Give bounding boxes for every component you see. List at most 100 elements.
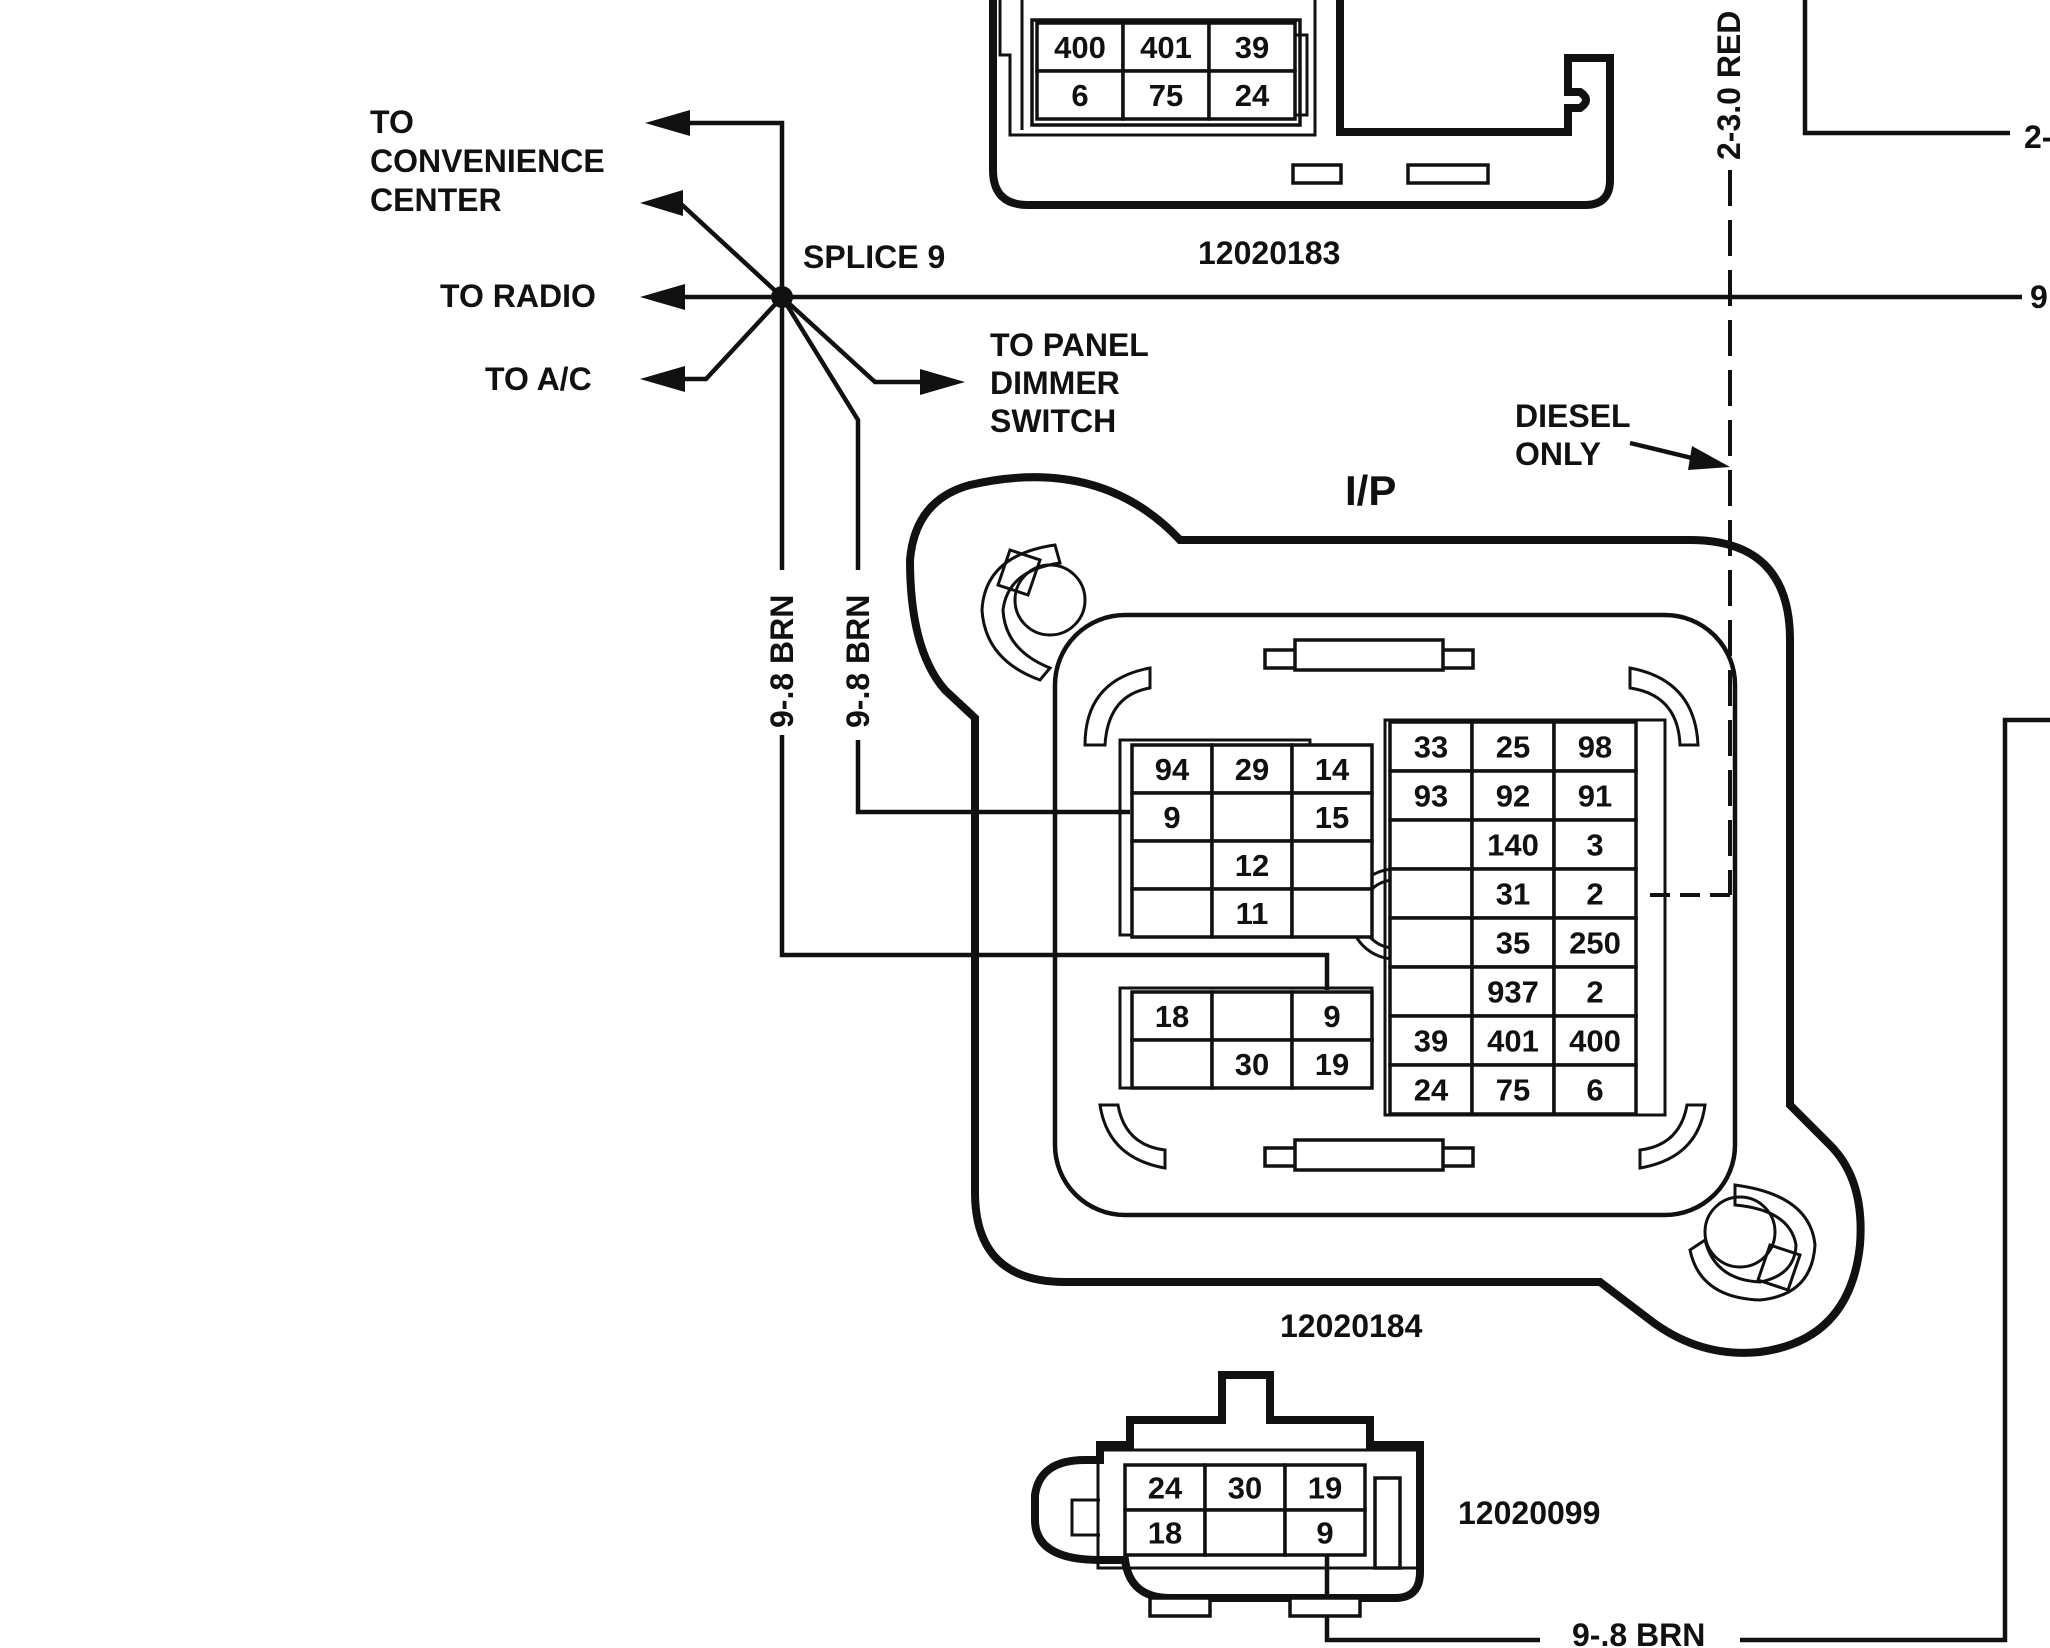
connector-12020184-left-pin-label: 15: [1315, 800, 1349, 835]
connector-12020184-left-cavity: [1290, 839, 1374, 891]
connector-12020184-right-pin-label: 24: [1414, 1073, 1449, 1108]
connector-12020184-right-cavity: [1388, 965, 1474, 1018]
connector-12020183-pin-label: 39: [1235, 30, 1269, 65]
connector-12020184-right-pin-label: 6: [1586, 1073, 1603, 1108]
connector-12020184-right-cavity: [1552, 720, 1638, 773]
part-number-12020184: 12020184: [1280, 1308, 1423, 1344]
connector-12020184-right-cavity: [1388, 1014, 1474, 1067]
connector-12020184-bottom-left-pin-label: 19: [1315, 1047, 1349, 1082]
connector-12020184-bottom-left-cavity: [1130, 990, 1214, 1042]
part-number-12020183: 12020183: [1198, 235, 1340, 271]
connector-12020184-right-cavity: [1552, 769, 1638, 822]
connector-12020099-cavity: [1283, 1508, 1367, 1557]
label-to-radio: TO RADIO: [440, 278, 596, 314]
connector-12020184-right-pin-label: 31: [1496, 877, 1530, 912]
connector-12020184-bottom-left-pin-label: 9: [1323, 999, 1340, 1034]
connector-12020184-bottom-left-cavity: [1130, 1038, 1214, 1090]
label-to-panel-dimmer-line1: TO PANEL: [990, 327, 1149, 363]
label-to-convenience-center-line1: TO: [370, 104, 414, 140]
connector-12020184-left-pin-label: 9: [1163, 800, 1180, 835]
connector-12020184-right-pin-label: 2: [1586, 877, 1603, 912]
connector-12020184-right-pin-label: 93: [1414, 779, 1448, 814]
connector-12020184-left-cavity: [1290, 887, 1374, 939]
connector-12020184-right-pin-label: 250: [1569, 926, 1621, 961]
connector-12020184-bottom-left-cavity: [1290, 990, 1374, 1042]
connector-12020099-cavity: [1203, 1508, 1287, 1557]
label-wire-9-brn-left: 9-.8 BRN: [764, 595, 800, 728]
connector-12020184-bottom-left-pin-label: 18: [1155, 999, 1189, 1034]
splice-9-branches: [640, 110, 2022, 990]
label-edge-right-mid: 9: [2030, 279, 2048, 315]
connector-12020184-right-pin-label: 98: [1578, 730, 1612, 765]
connector-12020184-right-pin-label: 92: [1496, 779, 1530, 814]
connector-12020184-right-cavity: [1552, 1063, 1638, 1116]
connector-12020184-left-cavity: [1210, 791, 1294, 843]
label-to-panel-dimmer-line2: DIMMER: [990, 365, 1120, 401]
connector-12020099-pin-label: 30: [1228, 1471, 1262, 1506]
connector-12020099-cavity: [1283, 1463, 1367, 1512]
connector-12020184-left-pin-label: 12: [1235, 848, 1269, 883]
connector-12020184: 94 29 14 9 15 12 11 18 9 30 19 33 25 98 93 92 91 140 3 31 2 3…: [905, 473, 1865, 1357]
connector-12020184-left-cavity: [1130, 743, 1214, 795]
connector-12020184-right-pin-label: 937: [1487, 975, 1539, 1010]
connector-12020184-right-cavity: [1552, 1014, 1638, 1067]
connector-12020184-right-pin-label: 2: [1586, 975, 1603, 1010]
label-ip: I/P: [1345, 467, 1396, 514]
connector-12020184-right-cavity: [1470, 720, 1556, 773]
connector-12020183-cavity: [1121, 69, 1211, 121]
connector-12020184-right-cavity: [1388, 720, 1474, 773]
connector-12020099: 24 30 19 18 9 12020099: [1031, 1371, 1600, 1618]
connector-12020184-bottom-left-cavity: [1210, 990, 1294, 1042]
connector-12020183-pin-label: 400: [1054, 30, 1106, 65]
label-to-ac: TO A/C: [485, 361, 592, 397]
connector-12020184-left-cavity: [1210, 887, 1294, 939]
connector-12020184-left-pin-label: 14: [1315, 752, 1350, 787]
connector-12020184-right-pin-label: 75: [1496, 1073, 1530, 1108]
connector-12020184-right-pin-label: 140: [1487, 828, 1539, 863]
connector-12020184-left-pin-label: 29: [1235, 752, 1269, 787]
connector-12020184-left-cavity: [1130, 887, 1214, 939]
connector-12020183-pin-label: 24: [1235, 78, 1270, 113]
connector-12020099-pin-label: 24: [1148, 1471, 1183, 1506]
label-edge-right-top: 2-: [2024, 119, 2050, 155]
label-to-convenience-center-line2: CONVENIENCE: [370, 143, 605, 179]
connector-12020183-pin-label: 6: [1071, 78, 1088, 113]
connector-12020099-pin-label: 19: [1308, 1471, 1342, 1506]
connector-12020099-pin-label: 9: [1316, 1516, 1333, 1551]
connector-12020183-cavity: [1207, 21, 1297, 73]
connector-12020183: 400 401 39 6 75 24 12020183: [989, 0, 1614, 271]
connector-12020184-bottom-left-pin-label: 30: [1235, 1047, 1269, 1082]
connector-12020184-right-pin-label: 3: [1586, 828, 1603, 863]
label-wire-9-brn-right: 9-.8 BRN: [840, 595, 876, 728]
connector-12020183-cavity: [1207, 69, 1297, 121]
label-wire-9-brn-bottom: 9-.8 BRN: [1572, 1617, 1705, 1648]
connector-12020184-right-pin-label: 39: [1414, 1024, 1448, 1059]
part-number-12020099: 12020099: [1458, 1495, 1600, 1531]
connector-12020184-right-cavity: [1470, 1014, 1556, 1067]
connector-12020184-bottom-left-cavity: [1290, 1038, 1374, 1090]
connector-12020184-bottom-left-cavity: [1210, 1038, 1294, 1090]
label-splice-9: SPLICE 9: [803, 239, 945, 275]
connector-12020183-cavity: [1035, 69, 1125, 121]
connector-12020184-right-pin-label: 91: [1578, 779, 1612, 814]
connector-12020184-right-cavity: [1470, 1063, 1556, 1116]
connector-12020184-right-cavity: [1388, 867, 1474, 920]
label-diesel-only-line2: ONLY: [1515, 436, 1601, 472]
connector-12020184-left-pin-label: 11: [1236, 896, 1269, 931]
label-wire-2-red: 2-3.0 RED: [1711, 11, 1747, 160]
connector-12020184-right-cavity: [1388, 1063, 1474, 1116]
connector-12020184-right-pin-label: 35: [1496, 926, 1530, 961]
connector-12020184-left-cavity: [1130, 839, 1214, 891]
connector-12020184-left-cavity: [1290, 743, 1374, 795]
label-to-panel-dimmer-line3: SWITCH: [990, 403, 1116, 439]
connector-12020184-right-cavity: [1388, 818, 1474, 871]
connector-12020184-right-cavity: [1388, 916, 1474, 969]
connector-12020099-pin-label: 18: [1148, 1516, 1182, 1551]
label-to-convenience-center-line3: CENTER: [370, 182, 502, 218]
connector-12020184-left-pin-label: 94: [1155, 752, 1190, 787]
connector-12020184-right-pin-label: 25: [1496, 730, 1530, 765]
connector-12020183-pin-label: 75: [1149, 78, 1183, 113]
connector-12020183-pin-label: 401: [1140, 30, 1192, 65]
connector-12020184-right-pin-label: 33: [1414, 730, 1448, 765]
